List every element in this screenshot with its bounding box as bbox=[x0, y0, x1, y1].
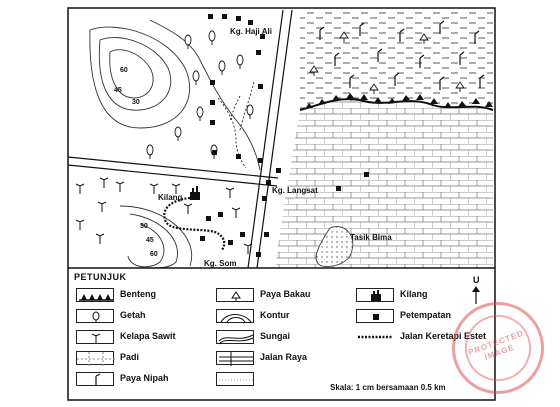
sungai-symbol-icon bbox=[216, 330, 254, 345]
kontur-symbol-icon bbox=[216, 309, 254, 323]
padi-area bbox=[275, 99, 493, 268]
kilang-symbol-icon bbox=[356, 288, 394, 302]
label-kg-som: Kg. Som bbox=[204, 259, 236, 268]
petempatan-symbol-icon bbox=[356, 309, 394, 323]
jalan-raya-symbol-icon bbox=[216, 351, 254, 366]
dotted-area-symbol-icon bbox=[216, 372, 254, 386]
kelapa-sawit-symbol-icon bbox=[76, 330, 114, 344]
label-kilang: Kilang bbox=[158, 193, 183, 202]
paya-nipah-symbol-icon bbox=[76, 372, 114, 386]
contour-lines-north bbox=[89, 19, 261, 171]
contour-label-45-south: 45 bbox=[146, 237, 154, 244]
label-kg-haji-ali: Kg. Haji Ali bbox=[230, 27, 272, 36]
label-tasik-bima: Tasik Bima bbox=[350, 233, 392, 242]
north-arrow-icon: U bbox=[472, 275, 480, 304]
jalan-keretapi-estet bbox=[163, 196, 226, 251]
tasik-bima-lake bbox=[315, 226, 354, 267]
kelapa-sawit-symbols bbox=[75, 177, 253, 254]
paya-nipah-symbols bbox=[319, 20, 485, 90]
jalan-keretapi-symbol-icon bbox=[356, 330, 394, 344]
label-kg-langsat: Kg. Langsat bbox=[272, 186, 318, 195]
benteng-symbol-icon bbox=[76, 288, 114, 302]
paya-bakau-symbols bbox=[309, 31, 465, 94]
paya-bakau-symbol-icon bbox=[216, 288, 254, 302]
sungai bbox=[217, 81, 255, 169]
legend-title: PETUNJUK bbox=[74, 272, 127, 282]
kilang-symbol bbox=[190, 186, 200, 200]
petempatan-symbols bbox=[200, 14, 369, 257]
getah-symbol-icon bbox=[76, 309, 114, 323]
benteng-teeth bbox=[305, 93, 493, 109]
contour-label-30-south: 30 bbox=[140, 223, 148, 230]
svg-text:U: U bbox=[473, 275, 480, 285]
contour-label-30: 30 bbox=[132, 99, 140, 106]
scale-text: Skala: 1 cm bersamaan 0.5 km bbox=[330, 383, 446, 392]
contour-label-60: 60 bbox=[120, 67, 128, 74]
contour-label-60-south: 60 bbox=[150, 251, 158, 258]
paya-nipah-area bbox=[300, 10, 493, 110]
benteng-line bbox=[299, 98, 494, 111]
jalan-raya bbox=[67, 9, 293, 269]
contour-label-45: 45 bbox=[114, 87, 122, 94]
padi-symbol-icon bbox=[76, 351, 115, 366]
